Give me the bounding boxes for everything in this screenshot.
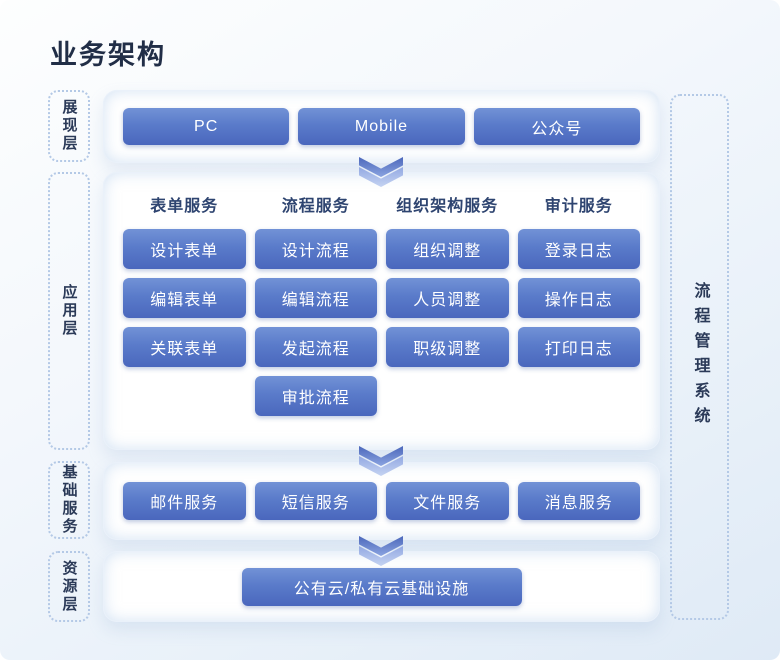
process-service-column: 流程服务 设计流程 编辑流程 发起流程 审批流程 — [254, 198, 377, 416]
print-log-button[interactable]: 打印日志 — [517, 327, 640, 367]
official-account-button[interactable]: 公众号 — [473, 108, 640, 145]
design-form-button[interactable]: 设计表单 — [123, 229, 246, 269]
org-structure-service-header: 组织架构服务 — [396, 198, 499, 215]
presentation-layer-label: 展现层 — [48, 90, 90, 162]
operation-log-button[interactable]: 操作日志 — [517, 278, 640, 318]
application-layer-label: 应用层 — [48, 172, 90, 450]
audit-service-column: 审计服务 登录日志 操作日志 打印日志 — [517, 198, 640, 416]
sms-service-button[interactable]: 短信服务 — [254, 482, 377, 520]
edit-form-button[interactable]: 编辑表单 — [123, 278, 246, 318]
form-service-column: 表单服务 设计表单 编辑表单 关联表单 — [123, 198, 246, 416]
personnel-adjust-button[interactable]: 人员调整 — [386, 278, 509, 318]
edit-process-button[interactable]: 编辑流程 — [254, 278, 377, 318]
form-service-header: 表单服务 — [150, 198, 219, 215]
basic-service-layer-label: 基础服务 — [48, 461, 90, 539]
down-arrow-icon — [359, 536, 403, 566]
resource-layer-label-text: 资源层 — [60, 559, 78, 614]
cloud-infrastructure-button[interactable]: 公有云/私有云基础设施 — [241, 568, 522, 606]
down-arrow-icon — [359, 157, 403, 187]
mail-service-button[interactable]: 邮件服务 — [123, 482, 246, 520]
mobile-button[interactable]: Mobile — [298, 108, 465, 145]
down-arrow-icon — [359, 446, 403, 476]
file-service-button[interactable]: 文件服务 — [386, 482, 509, 520]
application-layer-panel: 表单服务 设计表单 编辑表单 关联表单 流程服务 设计流程 编辑流程 发起流程 … — [103, 172, 660, 450]
message-service-button[interactable]: 消息服务 — [517, 482, 640, 520]
pc-button[interactable]: PC — [123, 108, 290, 145]
link-form-button[interactable]: 关联表单 — [123, 327, 246, 367]
process-management-system-label: 流程管理系统 — [670, 94, 729, 620]
approve-process-button[interactable]: 审批流程 — [254, 376, 377, 416]
basic-service-layer-label-text: 基础服务 — [60, 464, 78, 536]
login-log-button[interactable]: 登录日志 — [517, 229, 640, 269]
design-process-button[interactable]: 设计流程 — [254, 229, 377, 269]
process-management-system-label-text: 流程管理系统 — [691, 282, 709, 432]
page-title: 业务架构 — [50, 40, 166, 70]
initiate-process-button[interactable]: 发起流程 — [254, 327, 377, 367]
presentation-layer-label-text: 展现层 — [60, 99, 78, 153]
org-adjust-button[interactable]: 组织调整 — [386, 229, 509, 269]
process-service-header: 流程服务 — [281, 198, 350, 215]
presentation-layer-panel: PC Mobile 公众号 — [103, 90, 660, 163]
org-structure-service-column: 组织架构服务 组织调整 人员调整 职级调整 — [386, 198, 509, 416]
rank-adjust-button[interactable]: 职级调整 — [386, 327, 509, 367]
application-layer-label-text: 应用层 — [60, 284, 78, 338]
resource-layer-label: 资源层 — [48, 551, 90, 622]
audit-service-header: 审计服务 — [544, 198, 613, 215]
